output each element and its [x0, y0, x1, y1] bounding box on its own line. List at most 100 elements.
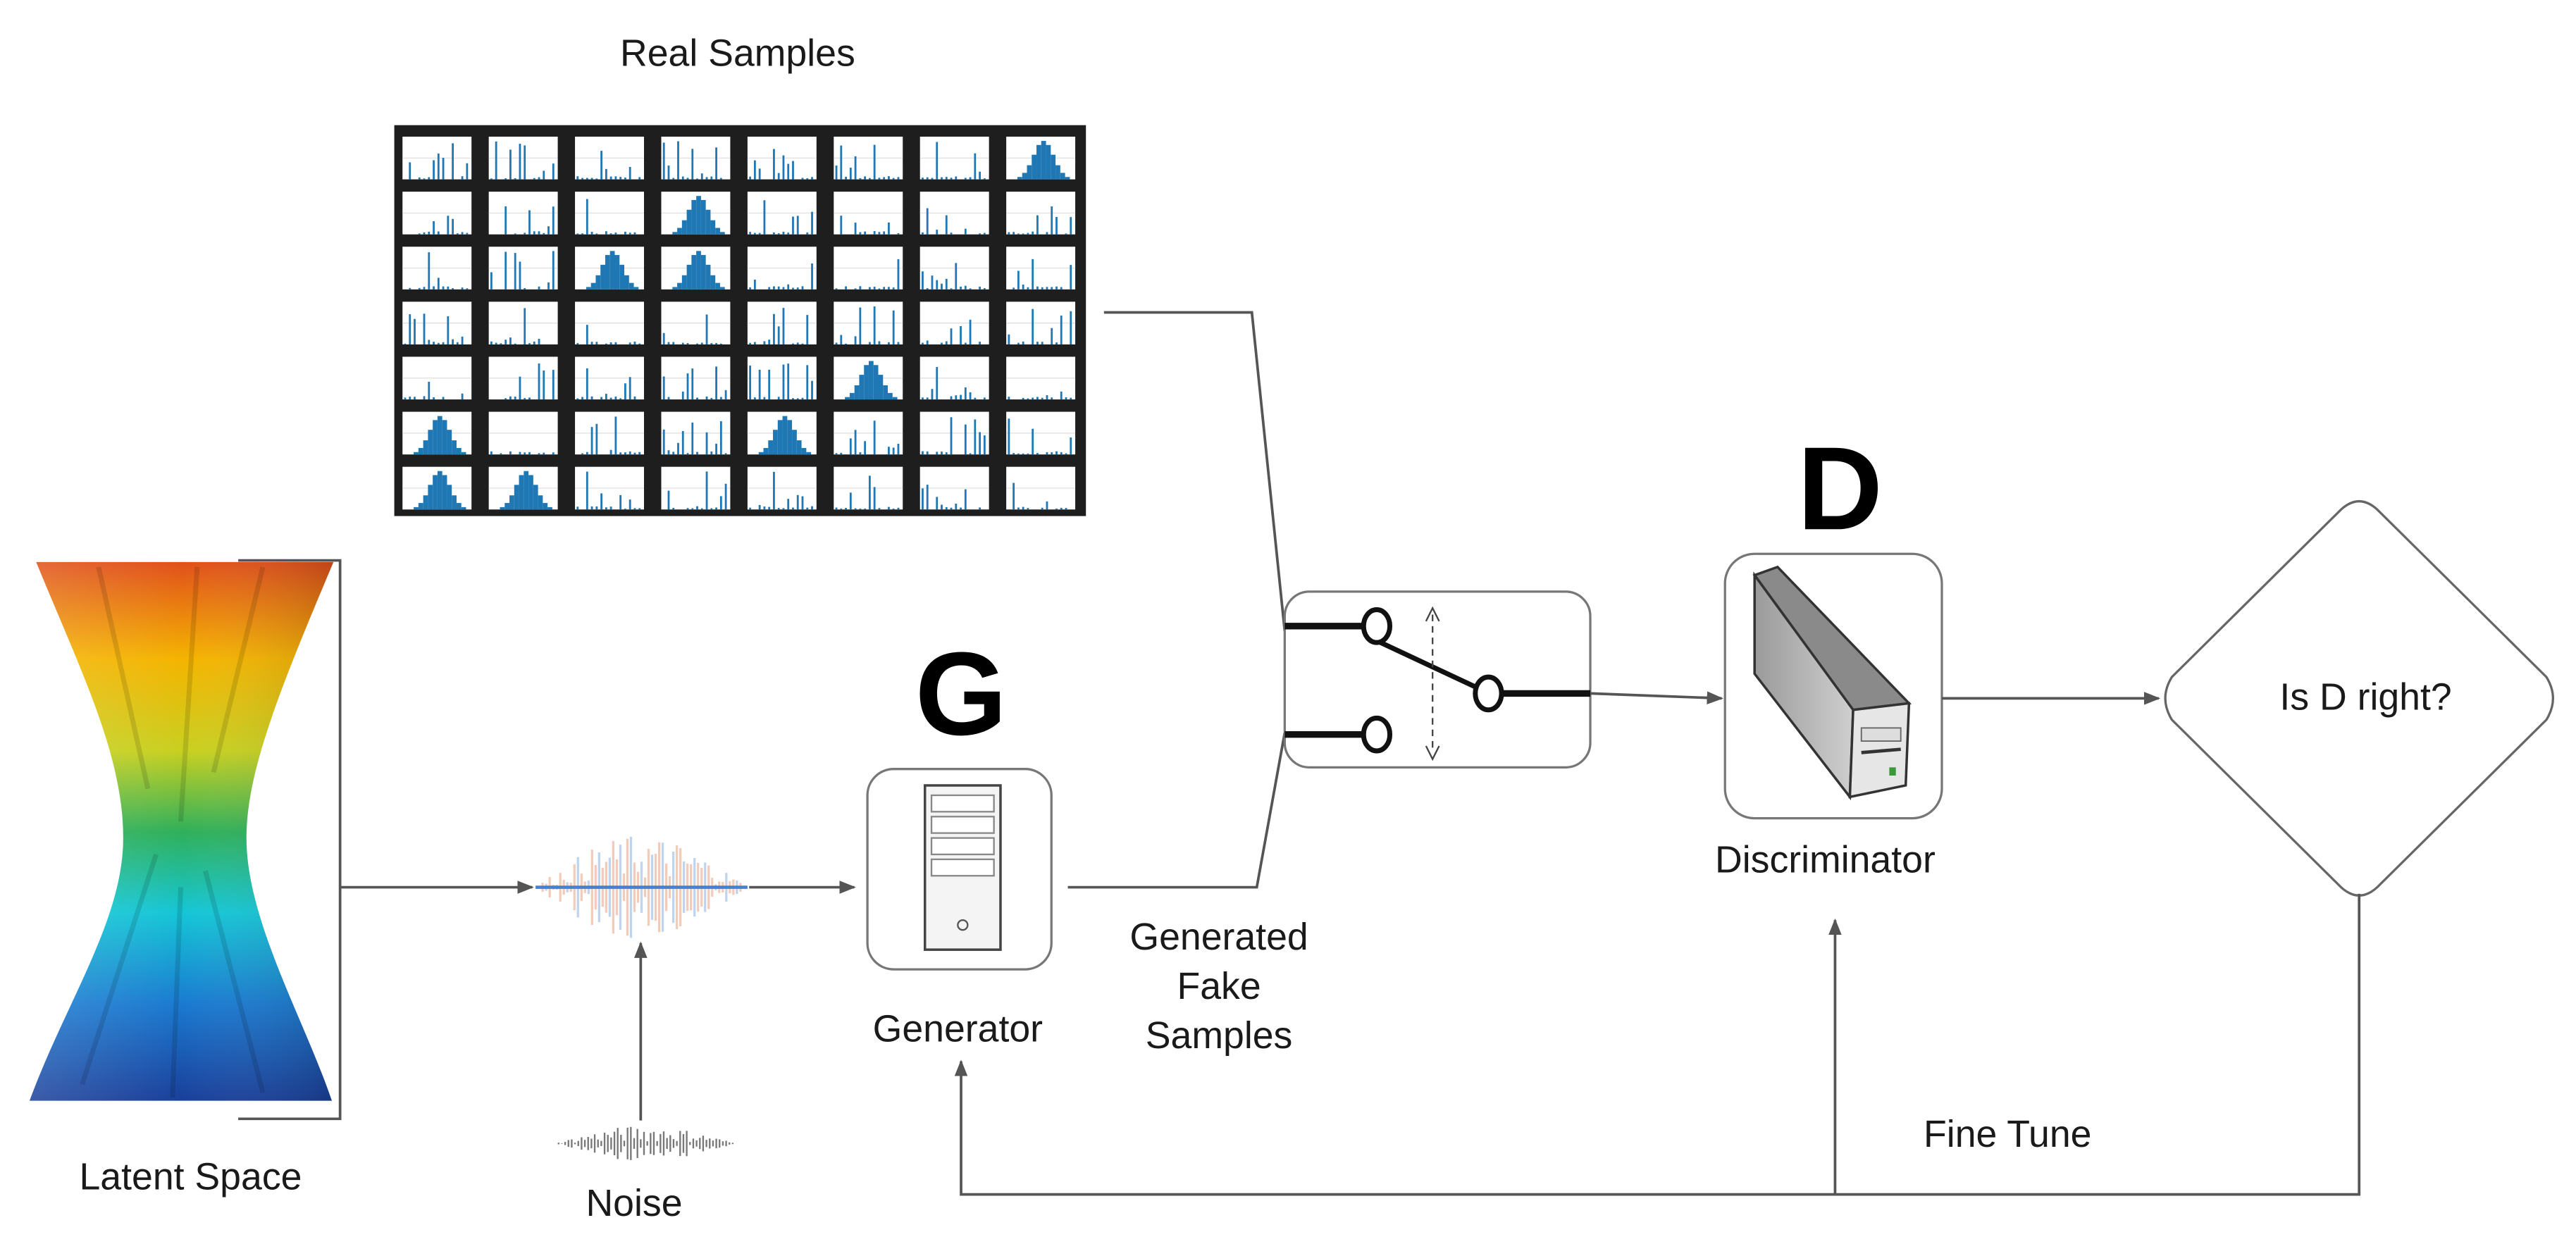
histogram-bar — [576, 176, 579, 180]
histogram-bar — [586, 452, 588, 455]
histogram-bar — [1055, 286, 1058, 290]
histogram-bar — [1036, 453, 1039, 455]
histogram-bar — [423, 396, 426, 400]
discriminator-computer-icon — [1752, 565, 1912, 801]
histogram-bar — [979, 286, 981, 290]
histogram-bar — [624, 452, 626, 455]
histogram-bar — [796, 440, 802, 455]
sample-histogram-thumbnail — [834, 137, 903, 180]
histogram-bar — [922, 397, 924, 400]
histogram-bar — [418, 177, 421, 180]
histogram-bar — [538, 286, 540, 290]
histogram-bar — [514, 397, 516, 400]
histogram-bar — [878, 508, 881, 510]
histogram-bar — [691, 422, 694, 455]
histogram-bar — [787, 163, 790, 180]
histogram-bar — [964, 342, 967, 344]
switch-icon — [1284, 606, 1591, 761]
decision-diamond[interactable] — [2164, 500, 2554, 897]
histogram-bar — [835, 288, 838, 290]
histogram-bar — [519, 144, 521, 180]
histogram-bar — [811, 506, 813, 510]
histogram-bar — [509, 495, 514, 510]
histogram-bar — [854, 336, 857, 344]
histogram-bar — [792, 161, 794, 180]
histogram-bar — [1022, 341, 1024, 344]
histogram-bar — [1036, 215, 1039, 235]
histogram-bar — [590, 396, 593, 400]
histogram-bar — [581, 233, 583, 235]
histogram-bar — [609, 251, 615, 290]
histogram-bar — [926, 451, 929, 455]
histogram-bar — [428, 177, 431, 180]
histogram-bar — [1008, 397, 1010, 400]
histogram-bar — [806, 507, 809, 510]
histogram-bar — [677, 442, 679, 455]
histogram-bar — [1060, 452, 1063, 455]
sample-histogram-thumbnail — [919, 411, 989, 455]
histogram-bar — [686, 209, 692, 235]
histogram-bar — [1051, 452, 1053, 455]
histogram-bar — [609, 176, 612, 180]
histogram-bar — [801, 178, 804, 180]
histogram-bar — [686, 508, 689, 510]
histogram-bar — [595, 275, 601, 290]
histogram-bar — [696, 196, 701, 235]
histogram-bar — [782, 508, 785, 510]
sample-histogram-thumbnail — [919, 356, 989, 400]
histogram-bar — [1070, 311, 1072, 344]
histogram-bar — [437, 342, 440, 344]
histogram-bar — [873, 487, 876, 510]
histogram-bar — [428, 340, 431, 344]
histogram-bar — [892, 310, 895, 344]
histogram-bar — [456, 447, 462, 455]
histogram-bar — [428, 430, 433, 455]
histogram-bar — [936, 497, 939, 510]
histogram-bar — [922, 232, 924, 235]
histogram-bar — [922, 488, 924, 510]
histogram-bar — [538, 231, 540, 235]
histogram-bar — [796, 398, 799, 400]
histogram-bar — [801, 447, 807, 455]
histogram-bar — [710, 176, 713, 180]
sample-histogram-thumbnail — [575, 247, 644, 290]
histogram-bar — [447, 286, 450, 290]
histogram-bar — [628, 232, 631, 235]
sample-histogram-thumbnail — [747, 466, 817, 510]
fake-samples-label-2: Fake — [1177, 965, 1261, 1007]
histogram-bar — [547, 506, 552, 510]
sample-histogram-thumbnail — [575, 356, 644, 400]
histogram-bar — [576, 398, 579, 400]
histogram-bar — [960, 325, 962, 344]
histogram-bar — [724, 453, 727, 455]
histogram-bar — [524, 287, 526, 290]
histogram-bar — [1055, 342, 1058, 344]
histogram-bar — [700, 255, 706, 290]
sample-histogram-thumbnail — [402, 247, 472, 290]
histogram-bar — [423, 178, 426, 180]
histogram-bar — [447, 485, 452, 510]
histogram-bar — [504, 503, 510, 510]
histogram-bar — [1060, 391, 1063, 400]
histogram-bar — [1027, 287, 1029, 290]
histogram-bar — [773, 149, 775, 180]
histogram-bar — [892, 447, 895, 455]
switch-box[interactable] — [1283, 590, 1592, 769]
histogram-bar — [600, 264, 605, 290]
histogram-bar — [691, 255, 697, 290]
histogram-bar — [888, 176, 890, 180]
histogram-bar — [715, 507, 717, 510]
histogram-bar — [811, 263, 813, 290]
histogram-bar — [504, 178, 507, 180]
histogram-bar — [758, 504, 761, 510]
histogram-bar — [624, 231, 626, 235]
histogram-bar — [1046, 232, 1048, 235]
histogram-bar — [590, 427, 593, 455]
histogram-bar — [892, 287, 895, 290]
histogram-bar — [782, 155, 785, 180]
histogram-bar — [681, 391, 684, 400]
histogram-bar — [715, 228, 720, 235]
histogram-bar — [590, 506, 593, 510]
histogram-bar — [922, 342, 924, 344]
histogram-bar — [691, 508, 694, 510]
